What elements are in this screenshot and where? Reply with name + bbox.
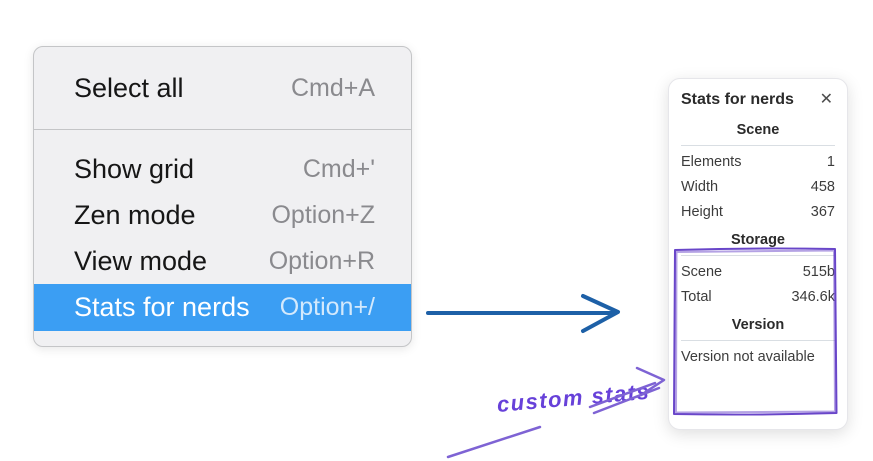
menu-item-label: View mode bbox=[74, 245, 208, 276]
menu-item-show-grid[interactable]: Show grid Cmd+' bbox=[34, 146, 411, 192]
stat-label: Scene bbox=[681, 263, 723, 280]
menu-item-label: Stats for nerds bbox=[74, 292, 250, 322]
section-heading: Version bbox=[731, 317, 785, 333]
stat-value: 458 bbox=[810, 178, 835, 195]
menu-item-shortcut: Option+R bbox=[268, 246, 375, 275]
stat-label: Width bbox=[681, 178, 719, 195]
version-note: Version not available bbox=[681, 349, 815, 365]
section-divider bbox=[681, 145, 835, 146]
menu-item-label: Zen mode bbox=[74, 199, 196, 230]
stats-panel: Stats for nerds ✕ Scene Elements 1 Width… bbox=[668, 78, 848, 430]
stat-row-height: Height 367 bbox=[681, 199, 835, 224]
menu-item-stats-for-nerds[interactable]: Stats for nerds Option+/ bbox=[34, 284, 411, 331]
stats-section-version: Version Version not available bbox=[681, 317, 835, 365]
stat-label: Elements bbox=[681, 153, 742, 170]
menu-group: Show grid Cmd+' Zen mode Option+Z View m… bbox=[34, 130, 411, 331]
annotation-text: custom stats bbox=[495, 378, 652, 417]
stat-row-total-storage: Total 346.6k bbox=[681, 284, 835, 309]
stat-value: 515b bbox=[802, 263, 835, 280]
menu-item-shortcut: Cmd+' bbox=[302, 154, 375, 183]
stats-panel-header: Stats for nerds ✕ bbox=[681, 91, 835, 109]
menu-item-label: Show grid bbox=[74, 153, 195, 184]
stat-row-width: Width 458 bbox=[681, 174, 835, 199]
menu-divider bbox=[34, 129, 411, 130]
context-menu: Select all Cmd+A Show grid Cmd+' Zen mod… bbox=[33, 46, 412, 347]
menu-item-shortcut: Option+/ bbox=[279, 293, 375, 321]
menu-item-label: Select all bbox=[74, 72, 184, 103]
stat-value: 346.6k bbox=[791, 288, 835, 305]
stats-section-scene: Scene Elements 1 Width 458 Height 367 bbox=[681, 122, 835, 224]
stat-row-scene-storage: Scene 515b bbox=[681, 259, 835, 284]
stat-label: Total bbox=[681, 288, 712, 305]
menu-item-shortcut: Cmd+A bbox=[290, 73, 375, 102]
stat-value: 1 bbox=[826, 153, 835, 170]
stats-panel-title: Stats for nerds bbox=[681, 91, 794, 108]
stat-label: Height bbox=[681, 203, 723, 220]
stats-section-storage: Storage Scene 515b Total 346.6k bbox=[681, 232, 835, 309]
close-icon[interactable]: ✕ bbox=[819, 91, 833, 108]
menu-item-select-all[interactable]: Select all Cmd+A bbox=[34, 47, 411, 129]
section-divider bbox=[681, 340, 835, 341]
stat-value: 367 bbox=[810, 203, 835, 220]
menu-item-shortcut: Option+Z bbox=[271, 200, 375, 229]
flow-arrow bbox=[426, 294, 620, 333]
stat-row-elements: Elements 1 bbox=[681, 149, 835, 174]
menu-item-view-mode[interactable]: View mode Option+R bbox=[34, 238, 411, 284]
menu-item-zen-mode[interactable]: Zen mode Option+Z bbox=[34, 192, 411, 238]
section-divider bbox=[681, 255, 835, 256]
section-heading: Storage bbox=[731, 232, 785, 248]
section-heading: Scene bbox=[736, 122, 780, 138]
